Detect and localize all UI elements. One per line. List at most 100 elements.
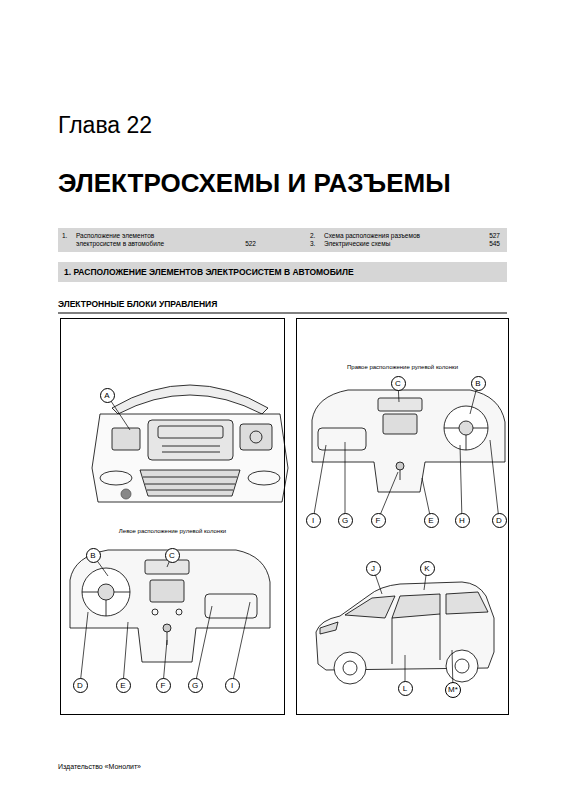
callout-letter: L — [398, 681, 413, 696]
contents-entry: Электрические схемы — [324, 240, 390, 248]
leader-lines-part — [313, 445, 326, 520]
engine-bay-illustration-part — [92, 414, 288, 502]
engine-bay-illustration-part — [121, 489, 131, 499]
engine-bay-illustration-part — [145, 484, 235, 485]
engine-bay-illustration-part — [162, 446, 220, 447]
callout-letter-text: L — [399, 682, 412, 695]
callout-letter: M* — [445, 682, 461, 698]
callout-letter: A — [100, 388, 115, 403]
car-illustration-part — [334, 652, 366, 684]
page-number: 527 — [489, 232, 500, 240]
leader-lines-part — [460, 445, 462, 520]
callout-letter-text: J — [367, 562, 380, 575]
leader-lines-part — [123, 622, 128, 685]
car-illustration-part — [446, 650, 478, 682]
heading-rule — [58, 312, 507, 313]
callout-letter-text: E — [425, 514, 438, 527]
dashboard-rhd-illustration-part — [473, 428, 488, 429]
dashboard-lhd-illustration-part — [70, 550, 270, 662]
callout-letter: I — [225, 678, 240, 693]
dashboard-lhd-illustration-part — [163, 624, 171, 632]
figure-panel: Левое расположение рулевой колонки A B C D E F… — [60, 318, 285, 715]
contents-entry: Схема расположения разъемов — [324, 232, 420, 240]
dashboard-rhd-illustration-part — [466, 435, 467, 450]
dashboard-rhd-illustration-part — [378, 398, 422, 411]
dashboard-rhd-illustration-part — [444, 406, 488, 450]
callout-letter-text: C — [166, 549, 179, 562]
callout-letter-text: A — [101, 389, 114, 402]
figure-caption: Левое расположение рулевой колонки — [61, 527, 284, 535]
car-illustration-part — [345, 596, 395, 618]
page-number: 522 — [245, 240, 256, 248]
dashboard-rhd-illustration-part — [383, 414, 417, 434]
callout-letter-text: F — [372, 514, 385, 527]
contents-box: 1.Расположение элементов электросистем в… — [58, 228, 507, 252]
callout-letter: E — [424, 513, 439, 528]
callout-letter-text: I — [307, 514, 320, 527]
callout-letter: G — [188, 678, 203, 693]
page-number: 3. — [310, 240, 315, 248]
page-number: 2. — [310, 232, 315, 240]
car-illustration-part — [343, 661, 357, 675]
chapter-number: Глава 22 — [58, 112, 152, 139]
engine-bay-illustration-part — [158, 426, 223, 438]
callout-letter-text: G — [339, 514, 352, 527]
callout-letter: I — [306, 513, 321, 528]
section-band: 1. РАСПОЛОЖЕНИЕ ЭЛЕМЕНТОВ ЭЛЕКТРОСИСТЕМ … — [58, 262, 507, 282]
chapter-title: ЭЛЕКТРОСХЕМЫ И РАЗЪЕМЫ — [58, 168, 451, 199]
dashboard-lhd-illustration-part — [82, 568, 130, 616]
leader-lines-part — [232, 602, 250, 685]
callout-letter: C — [391, 376, 406, 391]
callout-letter-text: F — [157, 679, 170, 692]
dashboard-lhd-illustration-part — [176, 609, 182, 615]
leader-lines — [80, 383, 499, 690]
dashboard-lhd-illustration-part — [98, 584, 114, 600]
leader-lines-part — [195, 606, 212, 685]
figure-panel: Правое расположение рулевой колонкиC B I G F… — [296, 318, 509, 715]
dashboard-rhd-illustration-part — [444, 428, 459, 429]
leader-lines-part — [490, 440, 499, 520]
dashboard-rhd-illustration-part — [396, 462, 404, 470]
leader-lines-part — [80, 612, 88, 685]
engine-bay-illustration-part — [148, 420, 233, 460]
callout-letter-text: B — [87, 549, 100, 562]
callout-letter: F — [156, 678, 171, 693]
car-illustration-part — [440, 614, 441, 660]
callout-letter: K — [420, 561, 435, 576]
engine-bay-illustration-part — [250, 431, 262, 443]
callout-letter: J — [366, 561, 381, 576]
callout-letter-text: E — [117, 679, 130, 692]
subheading: ЭЛЕКТРОННЫЕ БЛОКИ УПРАВЛЕНИЯ — [58, 299, 217, 309]
callout-letter: D — [492, 513, 507, 528]
callout-letter: E — [116, 678, 131, 693]
contents-entry: Расположение элементов электросистем в а… — [76, 232, 188, 248]
dashboard-lhd-illustration-part — [114, 592, 130, 593]
callout-letter: D — [73, 678, 88, 693]
callout-letter: H — [455, 513, 470, 528]
callout-letter: G — [338, 513, 353, 528]
callout-letter-text: C — [392, 377, 405, 390]
callout-letter-text: D — [74, 679, 87, 692]
engine-bay-illustration-part — [100, 471, 132, 485]
callout-letter-text: B — [472, 377, 485, 390]
engine-bay-illustration-part — [162, 452, 220, 453]
engine-bay-illustration-part — [240, 424, 272, 450]
dashboard-lhd-illustration-part — [106, 600, 107, 616]
engine-bay-illustration-part — [112, 428, 140, 450]
leader-lines-part — [345, 442, 346, 520]
car-illustration-part — [455, 659, 469, 673]
callout-letter-text: K — [421, 562, 434, 575]
publisher-footer: Издательство «Монолит» — [58, 763, 141, 770]
dashboard-lhd-illustration-part — [150, 580, 184, 602]
page-number: 545 — [489, 240, 500, 248]
car-illustration-part — [446, 592, 488, 614]
callout-letter-text: H — [456, 514, 469, 527]
engine-bay-illustration-part — [147, 490, 233, 491]
dashboard-rhd-illustration — [312, 390, 505, 492]
callout-letter: F — [371, 513, 386, 528]
callout-letter-text: G — [189, 679, 202, 692]
engine-bay-illustration-part — [140, 470, 240, 496]
figure-caption: Правое расположение рулевой колонки — [297, 363, 508, 371]
engine-bay-illustration-part — [143, 477, 237, 478]
engine-bay-illustration-part — [248, 471, 280, 485]
